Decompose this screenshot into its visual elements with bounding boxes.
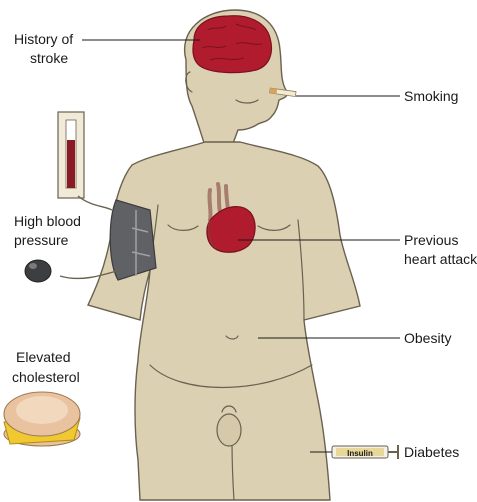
label-history-of-stroke-line2: stroke: [30, 50, 68, 66]
heart-illustration: [206, 182, 256, 253]
label-elevated-cholesterol-line2: cholesterol: [12, 369, 80, 385]
torso: [87, 141, 361, 501]
brain-illustration: [192, 15, 273, 74]
label-obesity: Obesity: [404, 330, 451, 346]
label-history-of-stroke-line1: History of: [14, 31, 73, 47]
insulin-syringe-illustration: Insulin: [312, 445, 399, 459]
cigarette-illustration: [269, 87, 297, 98]
label-high-blood-pressure-line2: pressure: [14, 232, 69, 248]
label-previous-heart-attack-line2: heart attack: [404, 251, 477, 267]
label-elevated-cholesterol-line1: Elevated: [16, 349, 70, 365]
cheeseburger-illustration: [3, 391, 81, 447]
syringe-label: Insulin: [347, 449, 373, 458]
label-diabetes: Diabetes: [404, 444, 459, 460]
label-high-blood-pressure-line1: High blood: [14, 213, 81, 229]
blood-pressure-cuff: [24, 111, 157, 283]
label-smoking: Smoking: [404, 88, 458, 104]
label-previous-heart-attack-line1: Previous: [404, 232, 458, 248]
